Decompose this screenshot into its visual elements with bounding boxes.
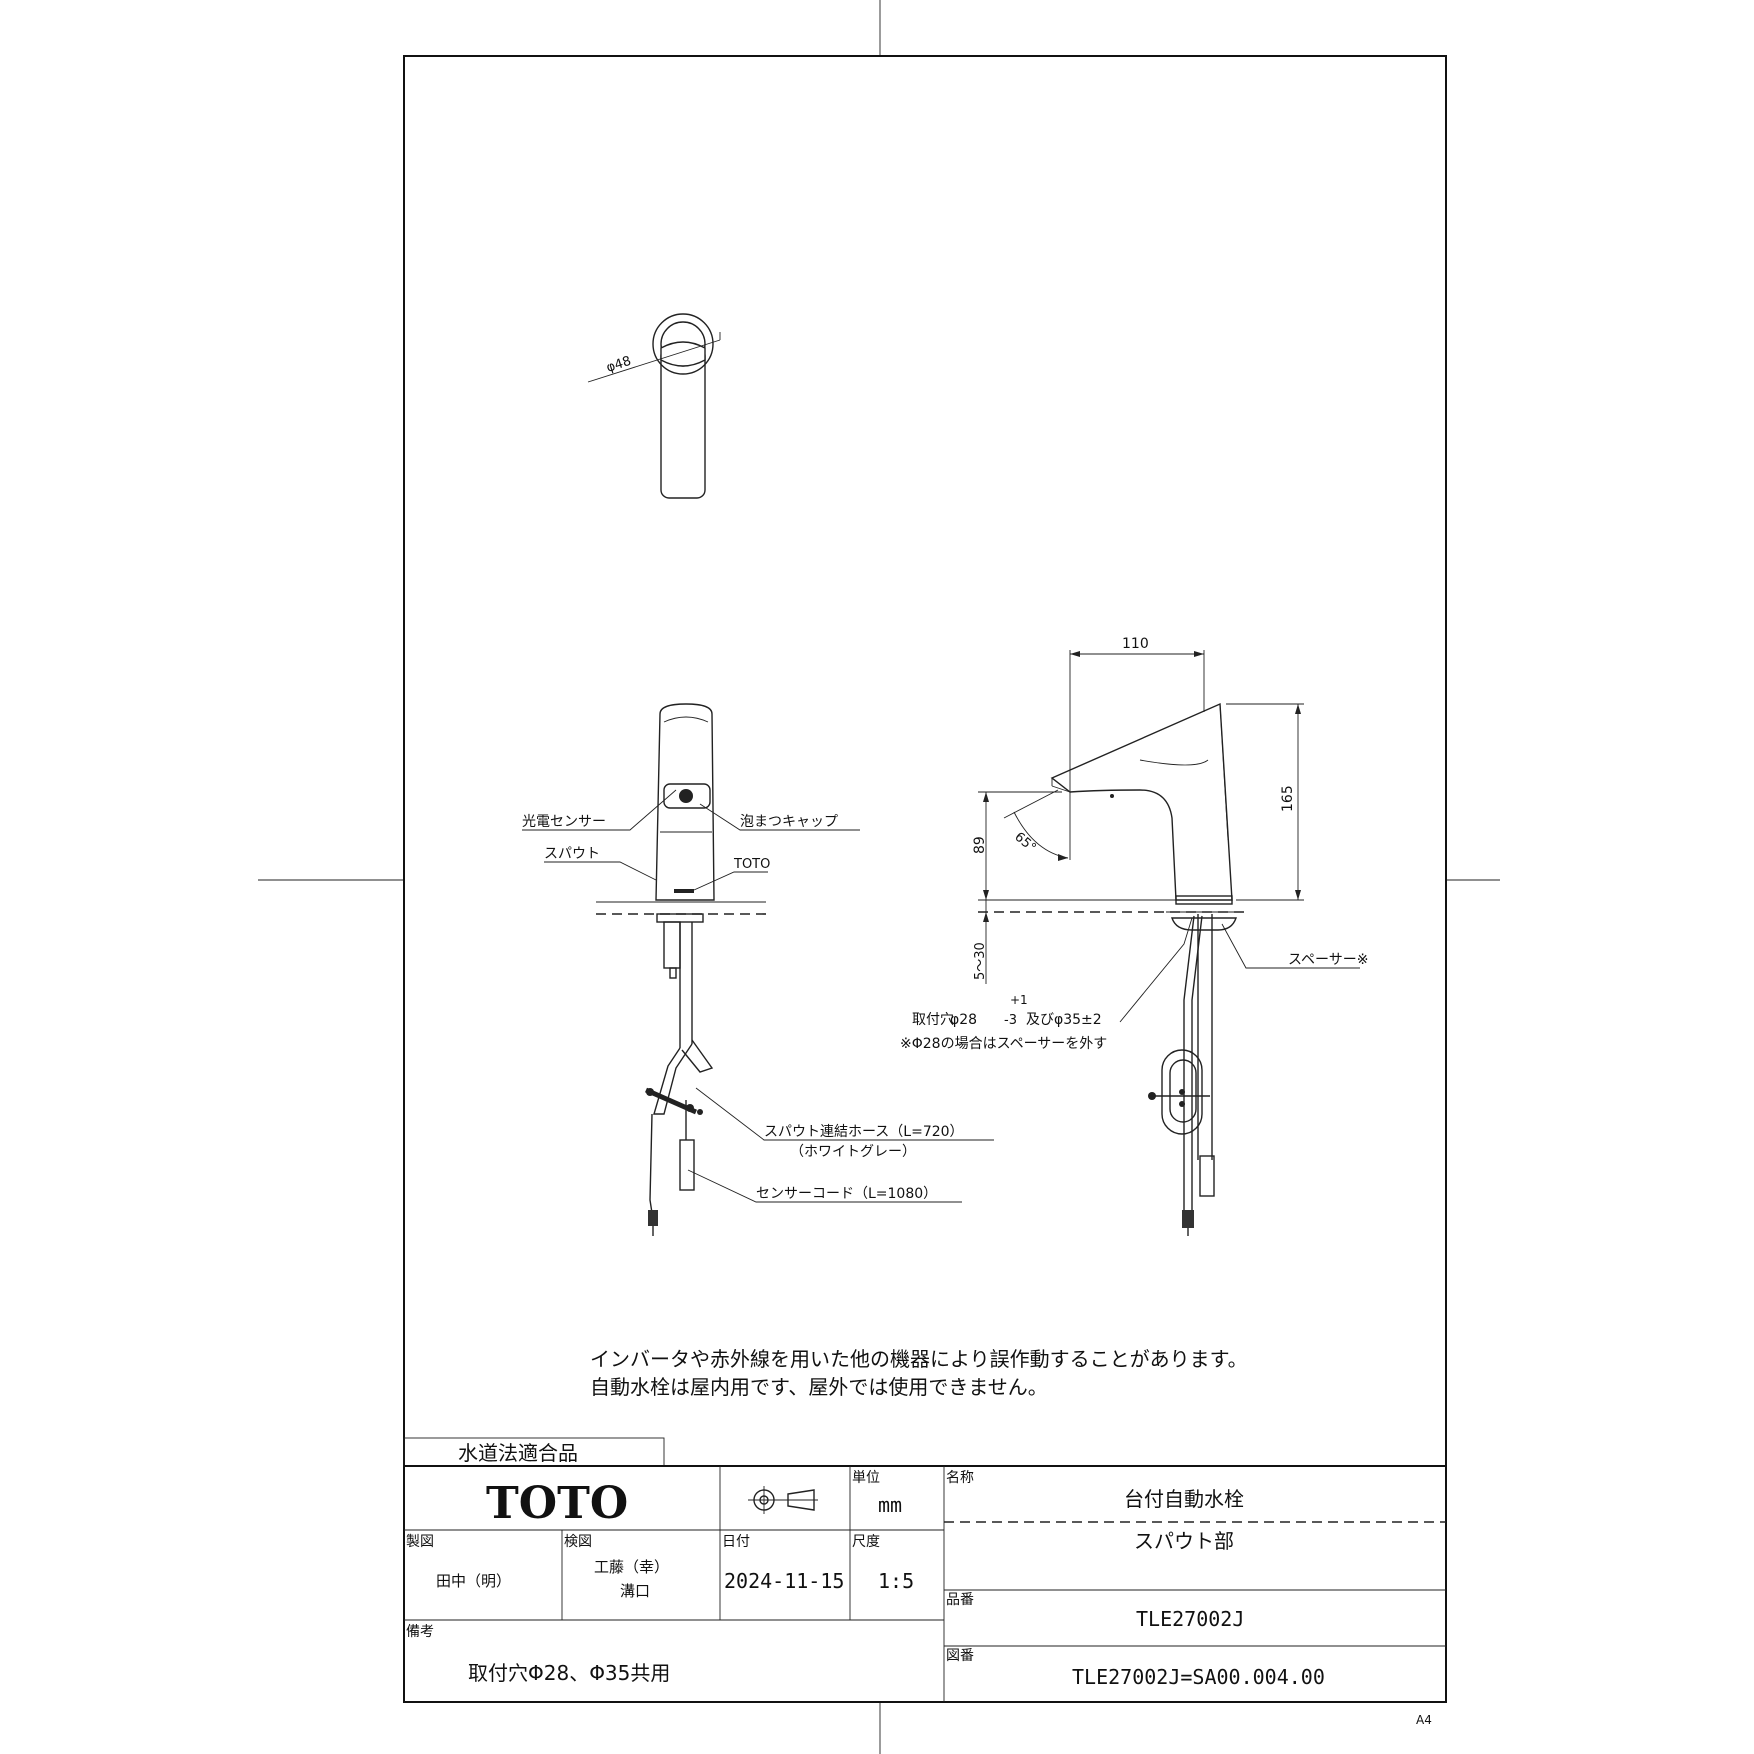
front-callouts: 光電センサー 泡まつキャップ スパウト TOTO スパウト連結ホース（L=720… bbox=[522, 789, 994, 1203]
label-sensor-cord: センサーコード（L=1080） bbox=[756, 1186, 937, 1202]
dim-89: 89 bbox=[972, 836, 988, 854]
label-hose-1: スパウト連結ホース（L=720） bbox=[764, 1124, 964, 1140]
remarks-value: 取付穴Φ28、Φ35共用 bbox=[468, 1661, 670, 1685]
dim-diameter: φ48 bbox=[605, 354, 634, 376]
dim-angle: 65° bbox=[1011, 830, 1038, 856]
remarks-label: 備考 bbox=[406, 1624, 434, 1640]
unit-value: mm bbox=[878, 1493, 902, 1517]
date-label: 日付 bbox=[722, 1534, 750, 1550]
sheet-border bbox=[403, 55, 1447, 1703]
label-foam-cap: 泡まつキャップ bbox=[740, 814, 838, 830]
paper-size: A4 bbox=[1416, 1713, 1432, 1727]
drawn-value: 田中（明） bbox=[436, 1572, 511, 1590]
hole-suffix: 及びφ35±2 bbox=[1026, 1012, 1102, 1028]
name-label: 名称 bbox=[946, 1470, 974, 1486]
drawn-label: 製図 bbox=[406, 1534, 434, 1550]
front-view bbox=[596, 703, 766, 1236]
dim-165: 165 bbox=[1280, 785, 1296, 812]
label-toto-mark: TOTO bbox=[733, 857, 770, 872]
product-no-label: 品番 bbox=[946, 1592, 974, 1608]
hole-note: ※Φ28の場合はスペーサーを外す bbox=[900, 1036, 1107, 1052]
checked-label: 検図 bbox=[564, 1534, 592, 1550]
label-spacer: スペーサー※ bbox=[1288, 952, 1368, 968]
label-hose-2: （ホワイトグレー） bbox=[790, 1144, 916, 1160]
side-dimensions: 110 165 89 5～30 65° bbox=[972, 636, 1304, 984]
label-spout: スパウト bbox=[544, 846, 600, 862]
drawing-no-value: TLE27002J=SA00.004.00 bbox=[1072, 1665, 1325, 1689]
brand-logo: TOTO bbox=[486, 1478, 628, 1529]
scale-label: 尺度 bbox=[852, 1534, 880, 1550]
hole-tol-minus: -3 bbox=[1004, 1013, 1017, 1028]
top-view: φ48 bbox=[587, 313, 721, 499]
title-block: 水道法適合品 TOTO 単位 mm 名称 台付自動水栓 スパウト部 製図 田中（… bbox=[403, 1437, 1446, 1702]
note-line-1: インバータや赤外線を用いた他の機器により誤作動することがあります。 bbox=[590, 1347, 1248, 1371]
center-marks bbox=[258, 0, 1500, 1754]
name-value: 台付自動水栓 bbox=[1124, 1487, 1244, 1511]
side-view bbox=[1050, 702, 1240, 1236]
label-photo-sensor: 光電センサー bbox=[522, 814, 606, 830]
projection-symbol-icon bbox=[748, 1486, 818, 1514]
drawing-no-label: 図番 bbox=[946, 1648, 974, 1664]
part-value: スパウト部 bbox=[1134, 1529, 1234, 1553]
scale-value: 1:5 bbox=[878, 1569, 914, 1593]
dim-110: 110 bbox=[1122, 636, 1149, 652]
hole-prefix: 取付穴 bbox=[912, 1012, 954, 1028]
notes: インバータや赤外線を用いた他の機器により誤作動することがあります。 自動水栓は屋… bbox=[590, 1347, 1248, 1399]
unit-label: 単位 bbox=[852, 1470, 880, 1486]
checked-value-2: 溝口 bbox=[620, 1582, 650, 1600]
compliance-label: 水道法適合品 bbox=[458, 1441, 578, 1465]
note-line-2: 自動水栓は屋内用です、屋外では使用できません。 bbox=[590, 1375, 1048, 1399]
product-no-value: TLE27002J bbox=[1136, 1607, 1244, 1631]
date-value: 2024-11-15 bbox=[724, 1569, 844, 1593]
hole-spec: φ28 bbox=[950, 1012, 977, 1028]
checked-value-1: 工藤（幸） bbox=[594, 1558, 669, 1576]
side-callouts: スペーサー※ +1 取付穴 φ28 -3 及びφ35±2 ※Φ28の場合はスペー… bbox=[900, 917, 1368, 1052]
dim-5-30: 5～30 bbox=[973, 942, 988, 980]
hole-tol-plus: +1 bbox=[1010, 993, 1028, 1007]
